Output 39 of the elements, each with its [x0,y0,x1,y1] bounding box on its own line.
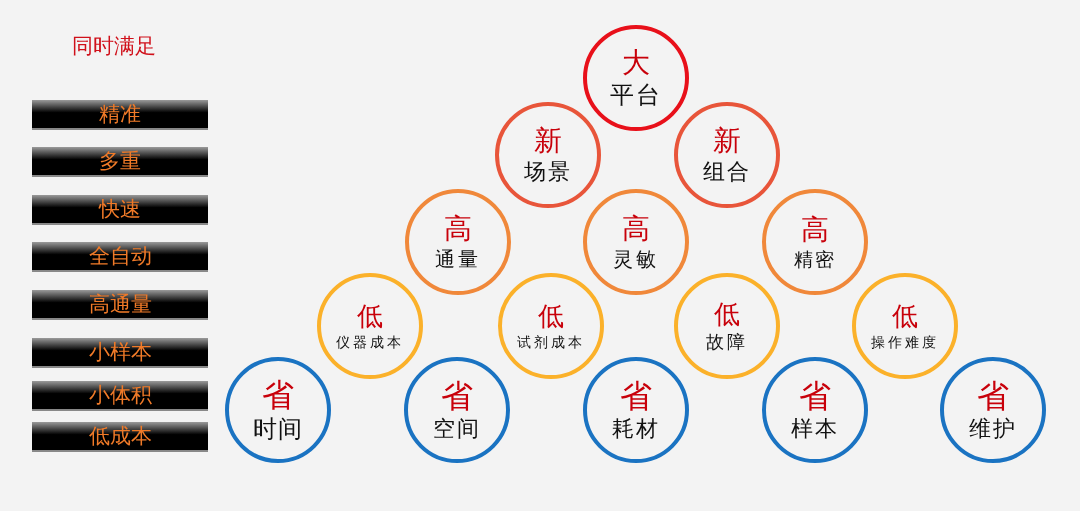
circle-heading: 高 [622,215,650,243]
circle-label: 精密 [794,249,836,269]
feature-bar: 小体积 [32,381,208,411]
circle-heading: 高 [444,215,472,243]
circle-heading: 新 [534,127,562,155]
circle-heading: 省 [441,380,473,412]
feature-bar: 全自动 [32,242,208,272]
circle-label: 灵敏 [613,249,659,269]
feature-bar: 快速 [32,195,208,225]
circle-label: 通量 [435,249,481,269]
circle-label: 时间 [253,417,303,441]
circle-label: 场景 [524,161,572,183]
feature-bar: 精准 [32,100,208,130]
feature-bar: 高通量 [32,290,208,320]
circle-label: 耗材 [612,418,660,440]
circle-label: 试剂成本 [517,335,585,349]
feature-bar: 低成本 [32,422,208,452]
circle-heading: 大 [622,49,650,77]
circle-label: 维护 [969,418,1017,440]
circle-heading: 省 [262,379,294,411]
circle-label: 平台 [610,83,662,107]
circle-heading: 省 [799,380,831,412]
circle-label: 空间 [433,418,481,440]
circle-heading: 低 [714,301,740,327]
circle-label: 仪器成本 [336,335,404,349]
circle-heading: 新 [713,127,741,155]
circle-heading: 低 [538,303,564,329]
circle-heading: 省 [620,380,652,412]
circle-heading: 高 [801,215,829,244]
circle-heading: 低 [357,303,383,329]
heading: 同时满足 [72,33,156,60]
circle-heading: 低 [892,303,918,329]
feature-bar: 多重 [32,147,208,177]
circle-label: 组合 [703,161,751,183]
feature-bar: 小样本 [32,338,208,368]
circle-label: 操作难度 [871,335,939,349]
circle-label: 故障 [706,333,748,351]
circle-label: 样本 [791,418,839,440]
circle-heading: 省 [977,380,1009,412]
